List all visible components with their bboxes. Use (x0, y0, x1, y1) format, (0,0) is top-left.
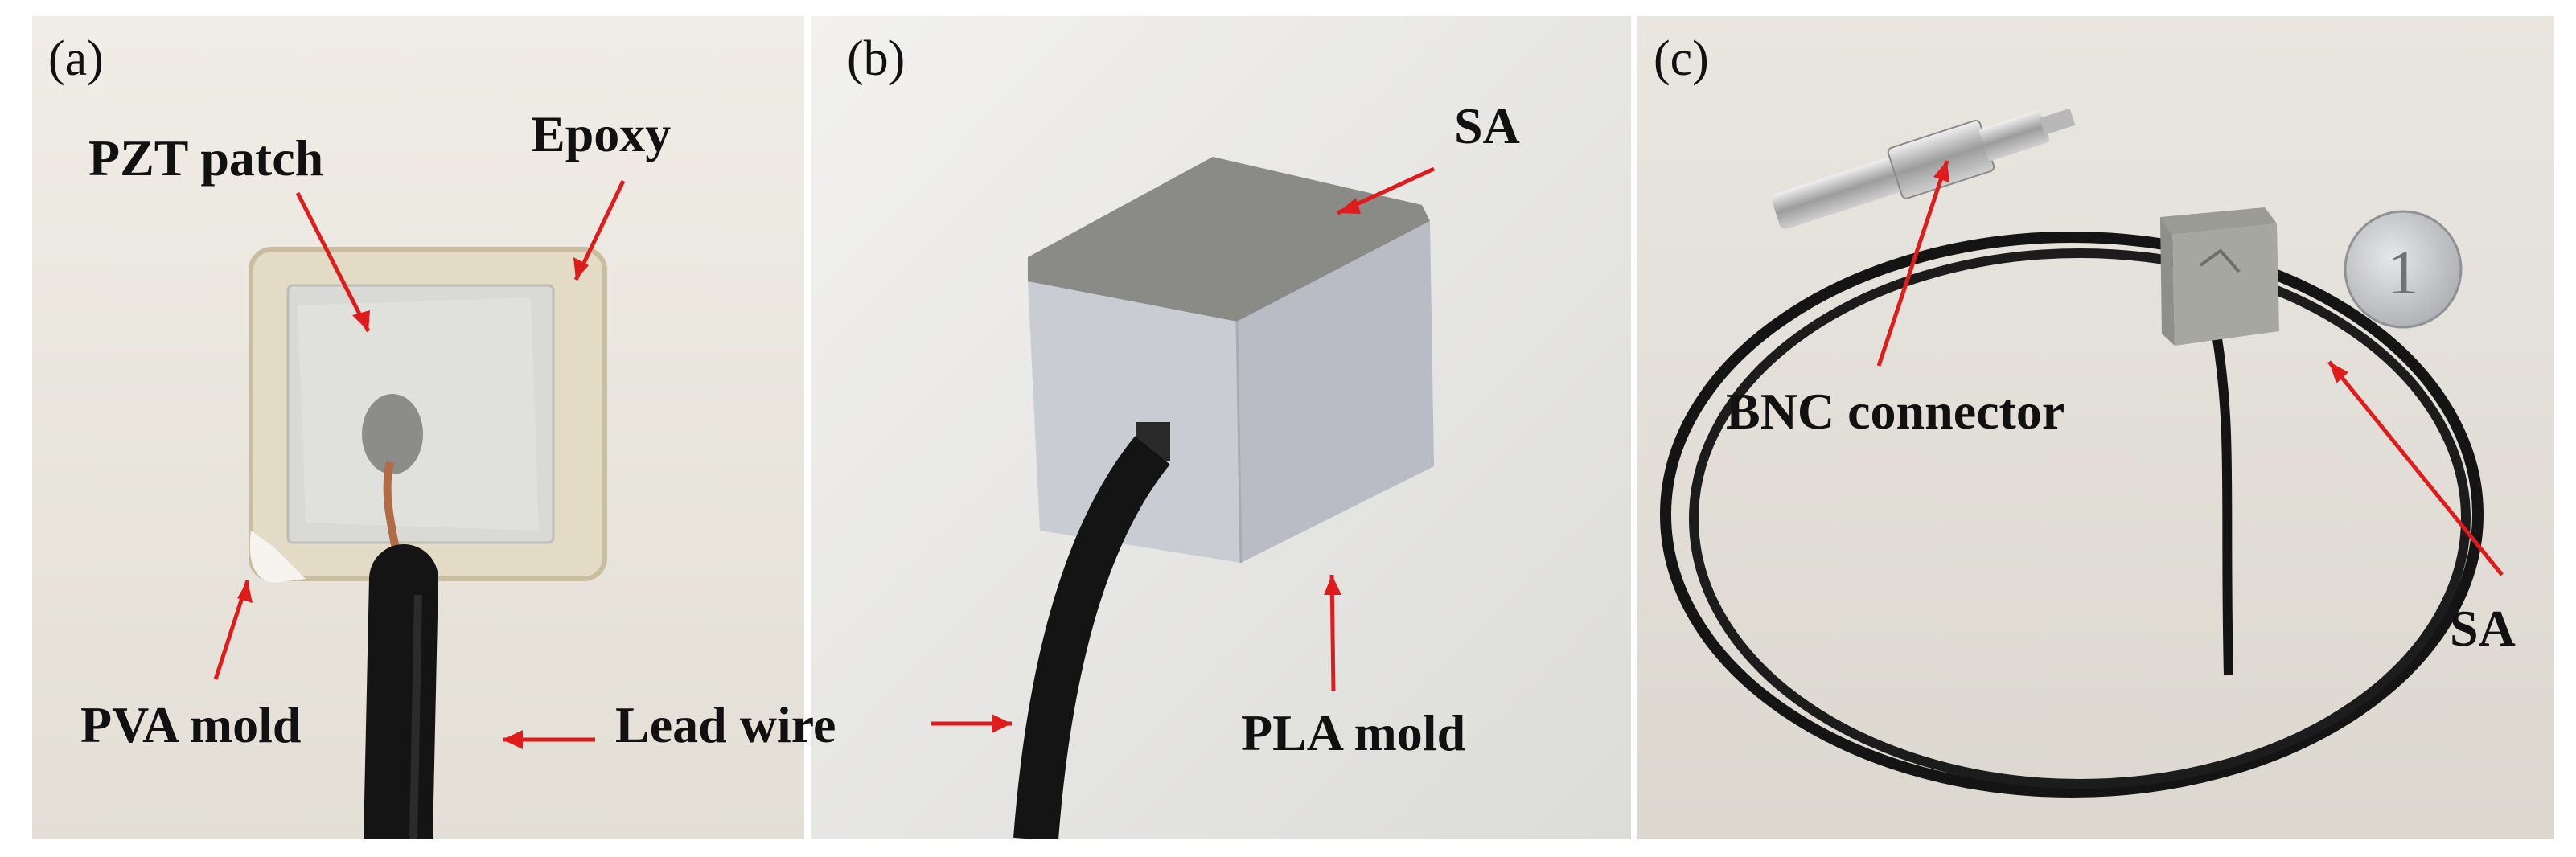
epoxy-label: Epoxy (531, 105, 672, 162)
coin-reference (2344, 210, 2463, 329)
bnc-connector-label: BNC connector (1726, 383, 2065, 440)
panel-c-illustration: 1 (1637, 16, 2554, 839)
panel-label-c: (c) (1654, 31, 1709, 86)
cable-loop-outer (1660, 232, 2484, 798)
sa-top-surface (1028, 157, 1430, 322)
solder-joint (362, 394, 423, 474)
sa-label-c: SA (2450, 600, 2516, 657)
bnc-connector (1772, 108, 2076, 229)
pla-right-face (1237, 221, 1434, 563)
arrow-bnc (1876, 160, 1949, 367)
pla-front-face (1028, 281, 1241, 563)
panel-b-illustration (811, 16, 1631, 839)
panel-c-photo: 1 (c) BNC connector SA (1637, 16, 2554, 839)
pva-mold-label: PVA mold (80, 696, 302, 753)
panel-b-photo: (b) SA PLA mold (811, 16, 1631, 839)
panel-label-a: (a) (48, 31, 104, 86)
pzt-patch-label: PZT patch (88, 129, 324, 187)
panel-c-background (1637, 16, 2554, 839)
pva-mold (249, 531, 306, 583)
lead-wire-label: Lead wire (615, 696, 836, 753)
arrow-sa-c (2327, 360, 2504, 576)
sa-cube-c (2160, 207, 2279, 346)
panel-a-illustration (32, 16, 804, 839)
panel-label-b: (b) (847, 31, 906, 86)
arrow-pzt (295, 191, 371, 333)
lead-wire-b (1013, 436, 1170, 839)
pla-mold-label: PLA mold (1241, 704, 1466, 761)
lead-wire-a (364, 544, 438, 839)
sa-label-b: SA (1454, 97, 1520, 154)
svg-text:1: 1 (2388, 237, 2419, 307)
panel-a-photo: (a) PZT patch Epoxy PVA mold (32, 16, 804, 839)
cable-loop-inner (1689, 248, 2471, 789)
